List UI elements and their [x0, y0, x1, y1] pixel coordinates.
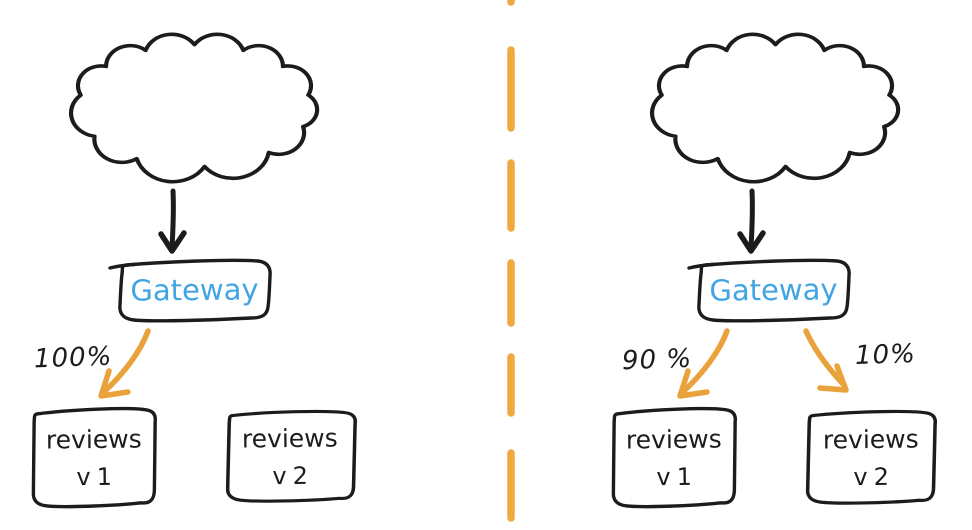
- cloud-icon: [71, 34, 317, 181]
- service-name-label: reviews: [45, 424, 142, 455]
- service-name-label: reviews: [822, 424, 919, 455]
- traffic-percent-v1-label: 90 %: [621, 343, 693, 377]
- service-version-label: v1: [656, 462, 699, 492]
- service-version-label: v2: [272, 461, 315, 491]
- service-v1: reviews v1: [609, 409, 740, 506]
- right-panel: [610, 34, 938, 509]
- cloud-icon: [652, 34, 898, 181]
- service-name-label: reviews: [241, 423, 338, 454]
- service-v1: reviews v1: [30, 409, 159, 506]
- service-version-label: v2: [853, 462, 896, 492]
- service-version-label: v1: [76, 462, 119, 492]
- gateway-label: Gateway: [709, 272, 838, 308]
- traffic-arrow-v2: [803, 328, 849, 393]
- cloud-to-gateway-arrow: [740, 191, 763, 251]
- traffic-percent-v1-label: 100%: [33, 341, 113, 375]
- service-v2: reviews v2: [224, 411, 357, 502]
- service-name-label: reviews: [625, 424, 722, 455]
- service-v2: reviews v2: [805, 411, 938, 504]
- gateway-label: Gateway: [130, 272, 259, 308]
- cloud-to-gateway-arrow: [161, 191, 184, 251]
- traffic-percent-v2-label: 10%: [854, 338, 917, 372]
